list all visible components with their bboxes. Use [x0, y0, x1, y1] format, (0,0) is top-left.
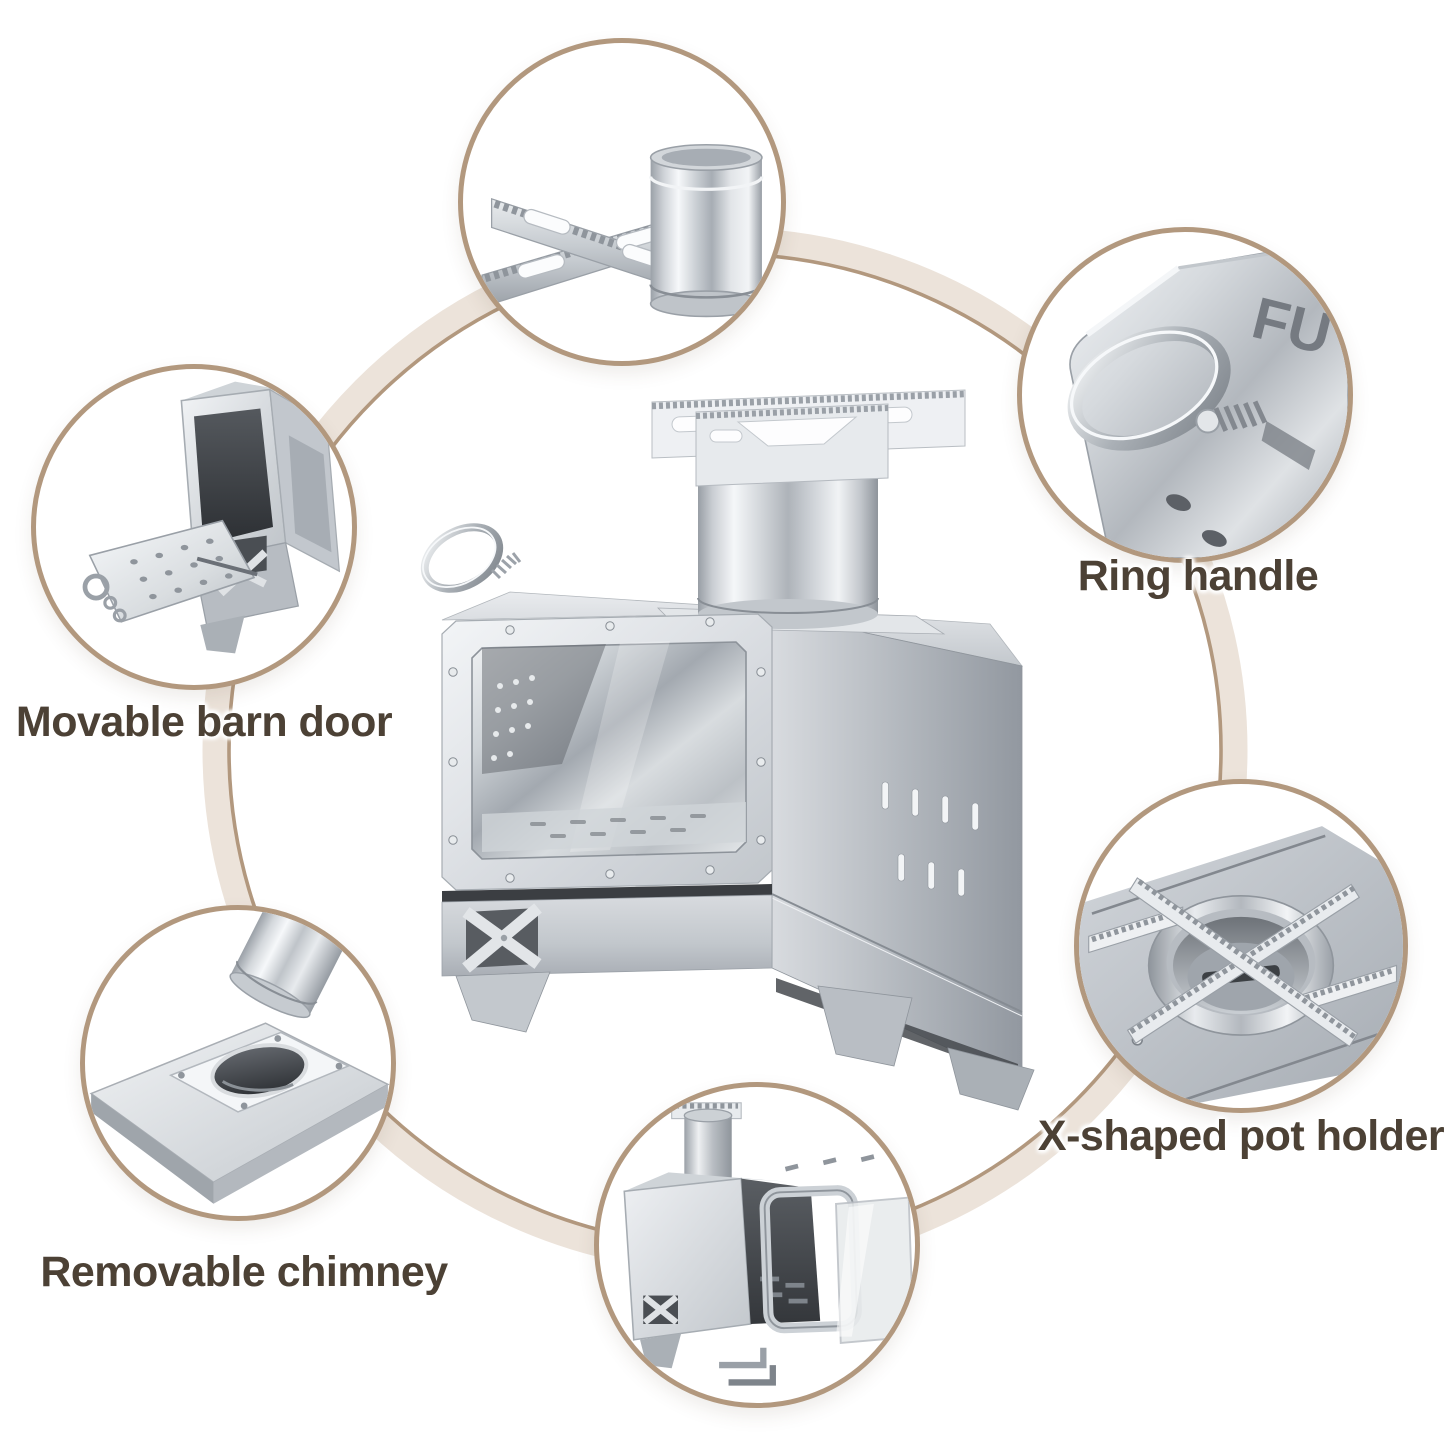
chimney-tube-icon — [229, 910, 366, 1019]
side-vent-slots — [881, 781, 979, 897]
ring-handle-icon — [1067, 326, 1316, 470]
barn-door-open-icon — [82, 381, 341, 654]
callout-exploded-door — [594, 1082, 920, 1408]
pot-holder-top-view-icon — [1079, 826, 1403, 1108]
door-disassembly-icon — [623, 1102, 915, 1386]
door-ring-pull-icon — [82, 573, 110, 601]
ring-handle-closeup-icon: FU — [1067, 237, 1348, 558]
folded-barn-door — [82, 519, 258, 623]
stove-feet — [455, 971, 1035, 1111]
body-base-gap — [442, 884, 772, 902]
label-ring-handle: Ring handle — [1077, 552, 1319, 600]
x-pot-holder-blades — [1088, 877, 1398, 1048]
label-movable-barn-door: Movable barn door — [15, 698, 393, 746]
pot-holder-front-plate — [695, 403, 889, 487]
fire-floor — [482, 802, 746, 852]
stove-front-face — [441, 613, 773, 891]
center-product — [420, 382, 1060, 1112]
removable-chimney-icon — [89, 910, 390, 1204]
screws-and-allen-keys — [719, 1154, 875, 1386]
chimney-section-part — [649, 143, 764, 318]
frame-screws — [448, 617, 766, 883]
stove-top-socket — [89, 1022, 390, 1204]
label-x-shaped-pot-holder: X-shaped pot holder — [1037, 1112, 1445, 1160]
label-removable-chimney: Removable chimney — [40, 1248, 448, 1296]
callout-accessories — [458, 38, 786, 366]
stove-base — [441, 894, 773, 977]
callout-pot-holder — [1074, 779, 1408, 1113]
glass-panel-part — [835, 1196, 915, 1344]
callout-ring-handle: FU — [1017, 227, 1353, 563]
camp-stove-illustration — [420, 389, 1035, 1111]
interior-air-holes — [491, 675, 535, 761]
callout-removable-chimney — [80, 905, 396, 1221]
callout-barn-door — [31, 364, 357, 690]
stove-ring-handle-icon — [420, 523, 522, 593]
stove-body-open — [180, 381, 341, 654]
pot-holder-and-chimney-parts-icon — [481, 143, 764, 318]
